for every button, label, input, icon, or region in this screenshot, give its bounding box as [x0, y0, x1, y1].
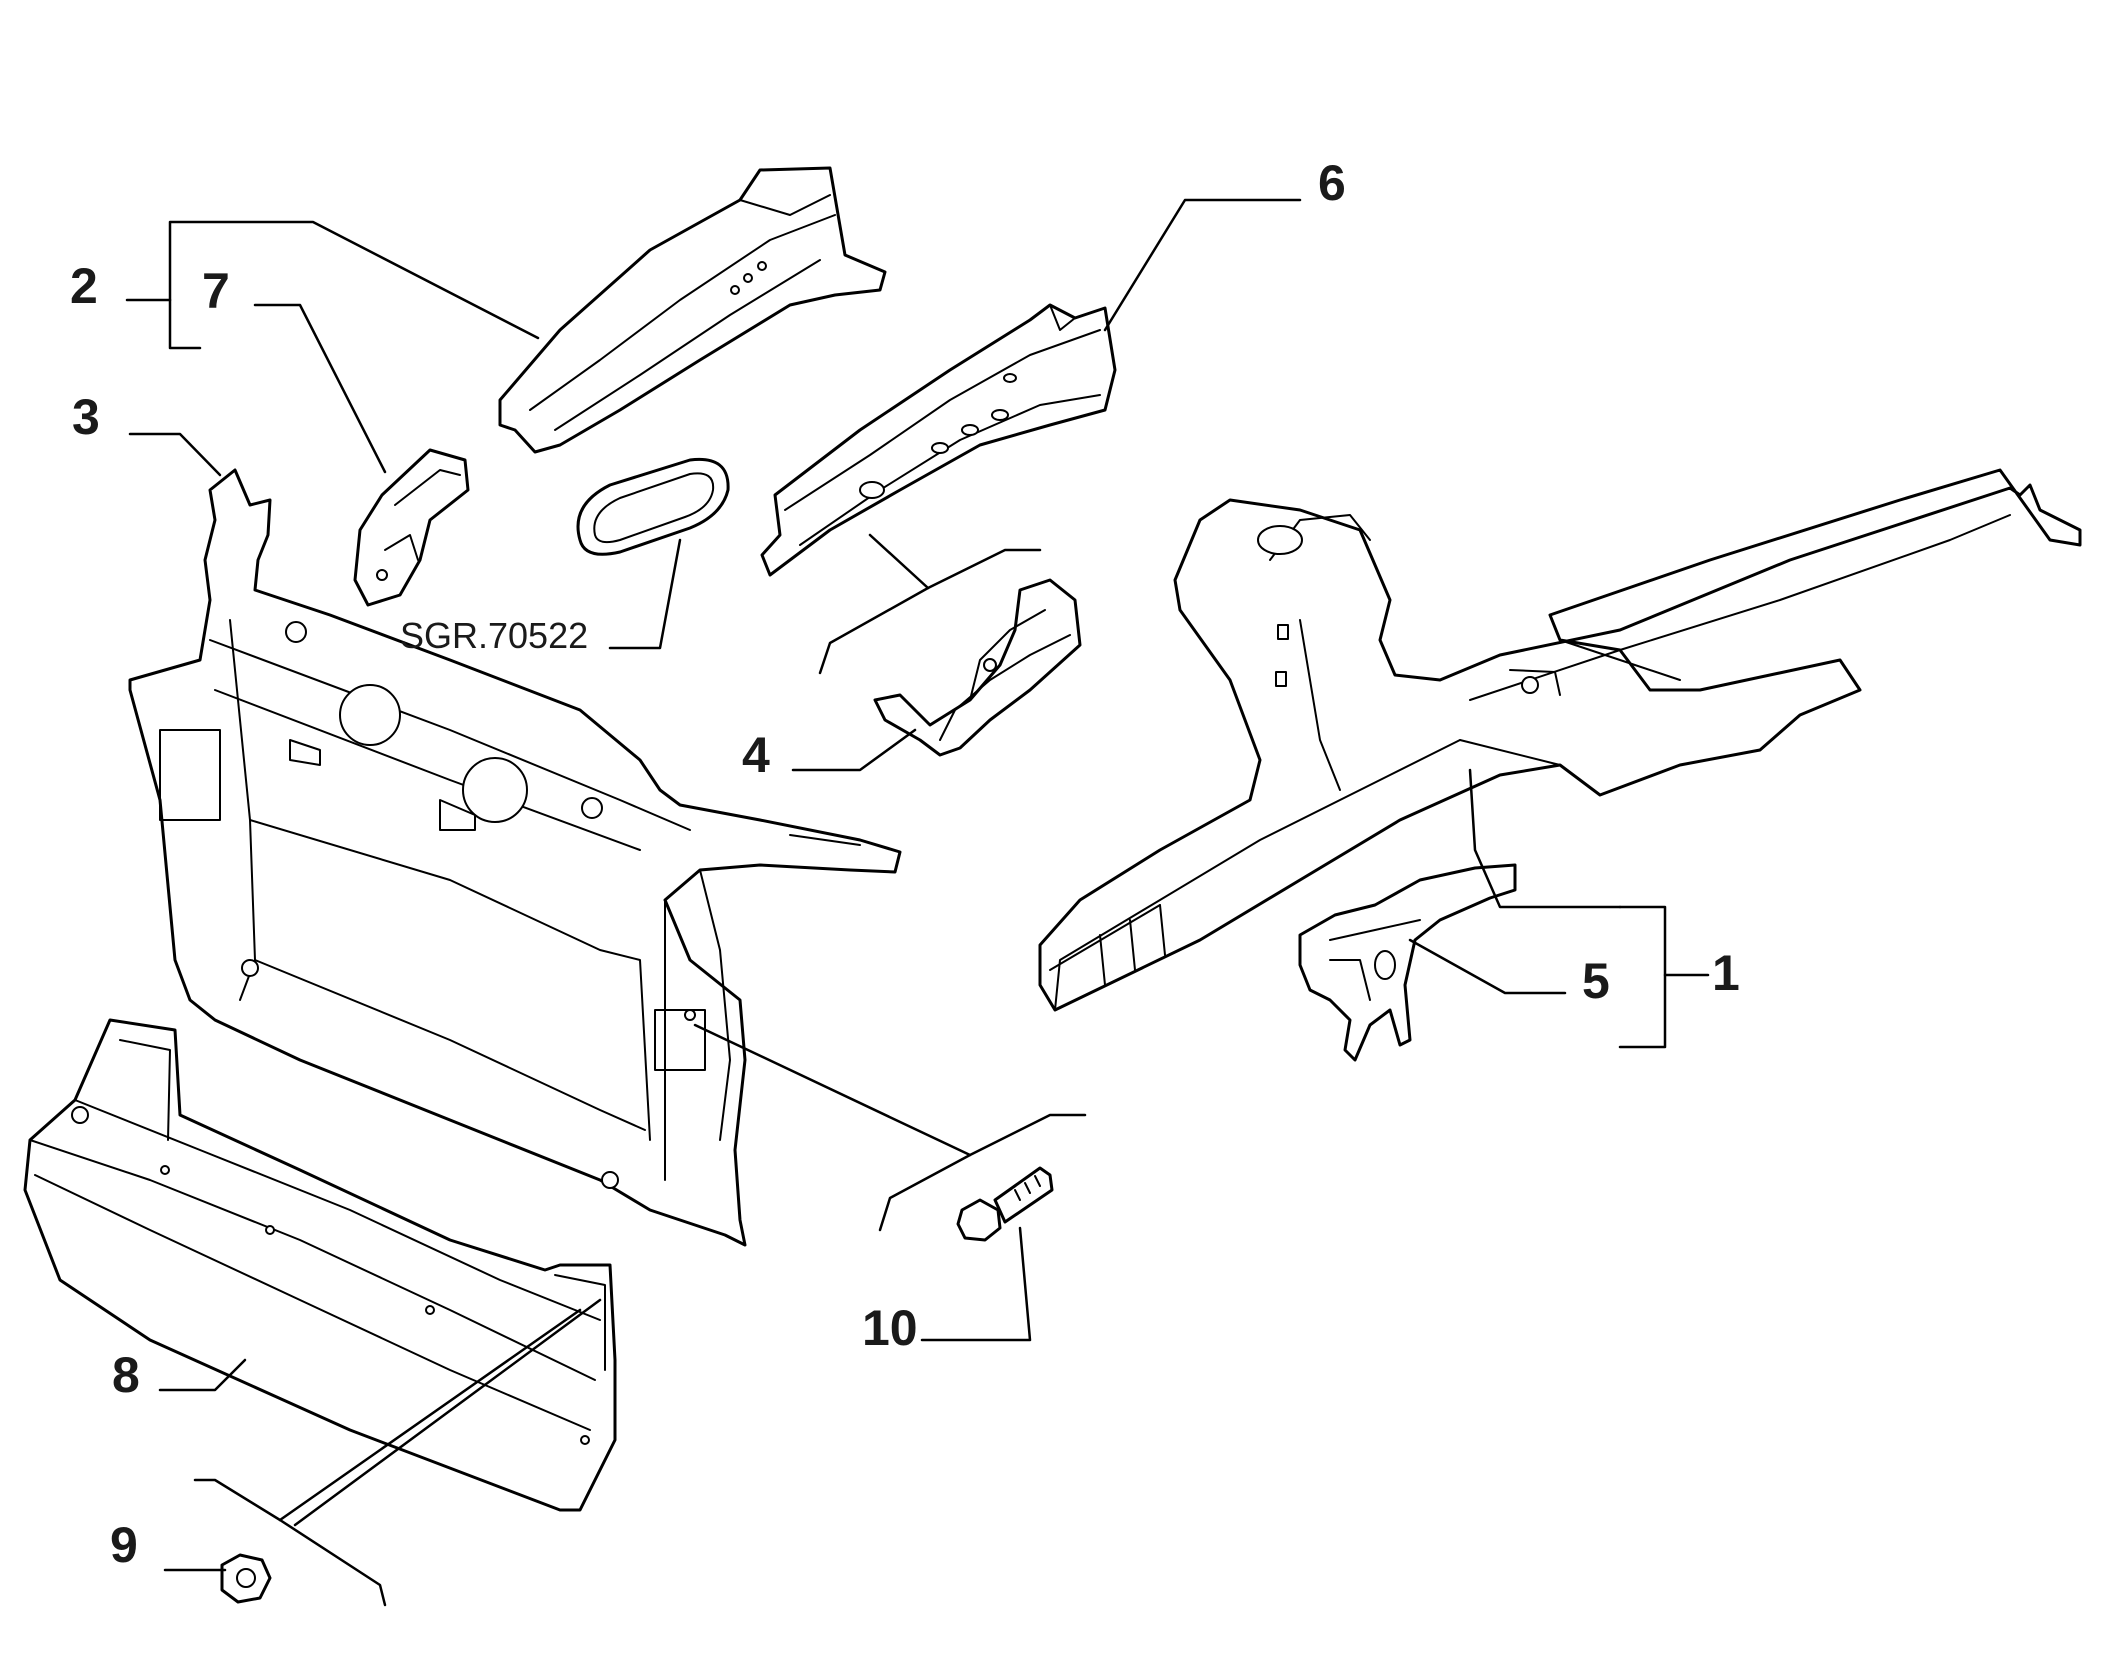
callout-6: 6: [1318, 155, 1346, 211]
part-2-upper-rail: [498, 166, 887, 454]
seal-gasket: [576, 457, 730, 556]
part-7-bracket: [353, 448, 470, 607]
callout-9: 9: [110, 1517, 138, 1573]
part-10-bolt: [956, 1166, 1054, 1242]
part-3-front-frame: [128, 468, 902, 1247]
callout-8: 8: [112, 1347, 140, 1403]
leader-lines: [125, 198, 1710, 1607]
callout-3: 3: [72, 389, 100, 445]
part-1-side-member: [1038, 468, 2082, 1012]
reference-code: SGR.70522: [400, 615, 588, 656]
part-4-bracket: [873, 578, 1082, 757]
callout-10: 10: [862, 1300, 918, 1356]
callout-1: 1: [1712, 945, 1740, 1001]
callout-4: 4: [742, 727, 770, 783]
part-5-gusset: [1298, 863, 1517, 1062]
part-6-rear-rail: [760, 303, 1117, 577]
callout-7: 7: [202, 263, 230, 319]
callout-5: 5: [1582, 953, 1610, 1009]
part-9-nut: [220, 1553, 272, 1604]
callout-labels: 2 7 3 SGR.70522 6 4 1 5 10 8 9: [70, 155, 1740, 1573]
callout-2: 2: [70, 258, 98, 314]
